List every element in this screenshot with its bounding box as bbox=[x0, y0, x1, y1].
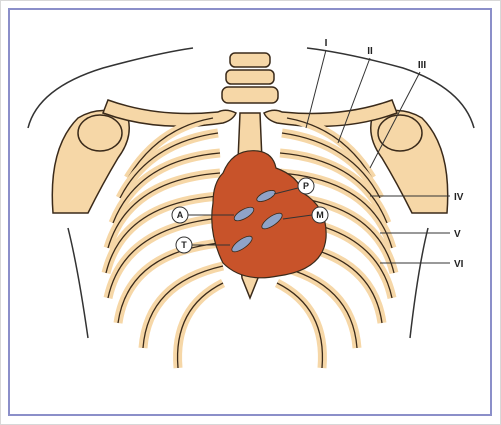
svg-text:A: A bbox=[177, 210, 184, 220]
svg-text:M: M bbox=[316, 210, 324, 220]
left-shoulder bbox=[52, 111, 129, 214]
thorax-diagram: I II III IV V VI P A M T bbox=[8, 8, 492, 416]
left-arm-outline bbox=[68, 228, 88, 338]
label-I: I bbox=[325, 38, 328, 49]
svg-text:T: T bbox=[181, 240, 187, 250]
label-III: III bbox=[418, 60, 427, 71]
callout-pulmonary: P bbox=[298, 178, 314, 194]
left-ribs bbox=[106, 118, 223, 368]
callout-aortic: A bbox=[172, 207, 188, 223]
right-shoulder bbox=[371, 111, 448, 214]
label-V: V bbox=[454, 229, 461, 240]
label-II: II bbox=[367, 46, 373, 57]
label-VI: VI bbox=[454, 259, 464, 270]
label-IV: IV bbox=[454, 192, 464, 203]
cervical-vertebrae bbox=[222, 53, 278, 103]
right-arm-outline bbox=[410, 228, 428, 338]
callout-mitral: M bbox=[312, 207, 328, 223]
heart bbox=[212, 151, 326, 278]
svg-text:P: P bbox=[303, 181, 309, 191]
callout-tricuspid: T bbox=[176, 237, 192, 253]
